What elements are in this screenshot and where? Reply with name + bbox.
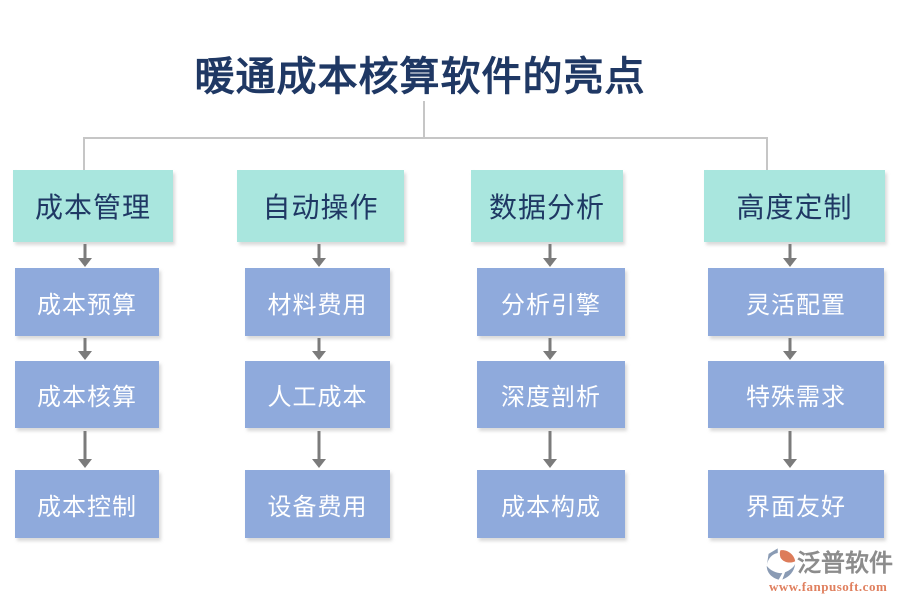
fanpu-logo-icon xyxy=(766,548,796,580)
node-box: 设备费用 xyxy=(245,470,390,538)
arrow-down-icon xyxy=(782,338,797,360)
connector-drop-left xyxy=(83,139,85,171)
arrow-down-icon xyxy=(77,431,92,468)
arrow-down-icon xyxy=(782,244,797,267)
arrow-down-icon xyxy=(311,338,326,360)
arrow-down-icon xyxy=(542,244,557,267)
connector-vertical-from-title xyxy=(423,101,425,139)
header-box: 成本管理 xyxy=(13,170,173,242)
node-box: 成本构成 xyxy=(477,470,625,538)
arrow-down-icon xyxy=(782,431,797,468)
header-box: 自动操作 xyxy=(237,170,404,242)
arrow-down-icon xyxy=(77,244,92,267)
arrow-down-icon xyxy=(311,244,326,267)
node-box: 灵活配置 xyxy=(708,268,884,336)
node-box: 特殊需求 xyxy=(708,361,884,428)
arrow-down-icon xyxy=(542,431,557,468)
node-box: 成本控制 xyxy=(15,470,159,538)
arrow-down-icon xyxy=(542,338,557,360)
node-box: 深度剖析 xyxy=(477,361,625,428)
brand-url: www.fanpusoft.com xyxy=(769,579,888,594)
arrow-down-icon xyxy=(311,431,326,468)
node-box: 人工成本 xyxy=(245,361,390,428)
node-box: 成本预算 xyxy=(15,268,159,336)
arrow-down-icon xyxy=(77,338,92,360)
brand-name: 泛普软件 xyxy=(797,551,893,577)
page-title: 暖通成本核算软件的亮点 xyxy=(194,54,646,99)
node-box: 界面友好 xyxy=(708,470,884,538)
header-box: 高度定制 xyxy=(704,170,885,242)
node-box: 成本核算 xyxy=(15,361,159,428)
node-box: 分析引擎 xyxy=(477,268,625,336)
watermark: 泛普软件 www.fanpusoft.com xyxy=(764,547,896,595)
connector-drop-right xyxy=(766,139,768,171)
header-box: 数据分析 xyxy=(471,170,623,242)
connector-horizontal xyxy=(83,137,768,139)
node-box: 材料费用 xyxy=(245,268,390,336)
